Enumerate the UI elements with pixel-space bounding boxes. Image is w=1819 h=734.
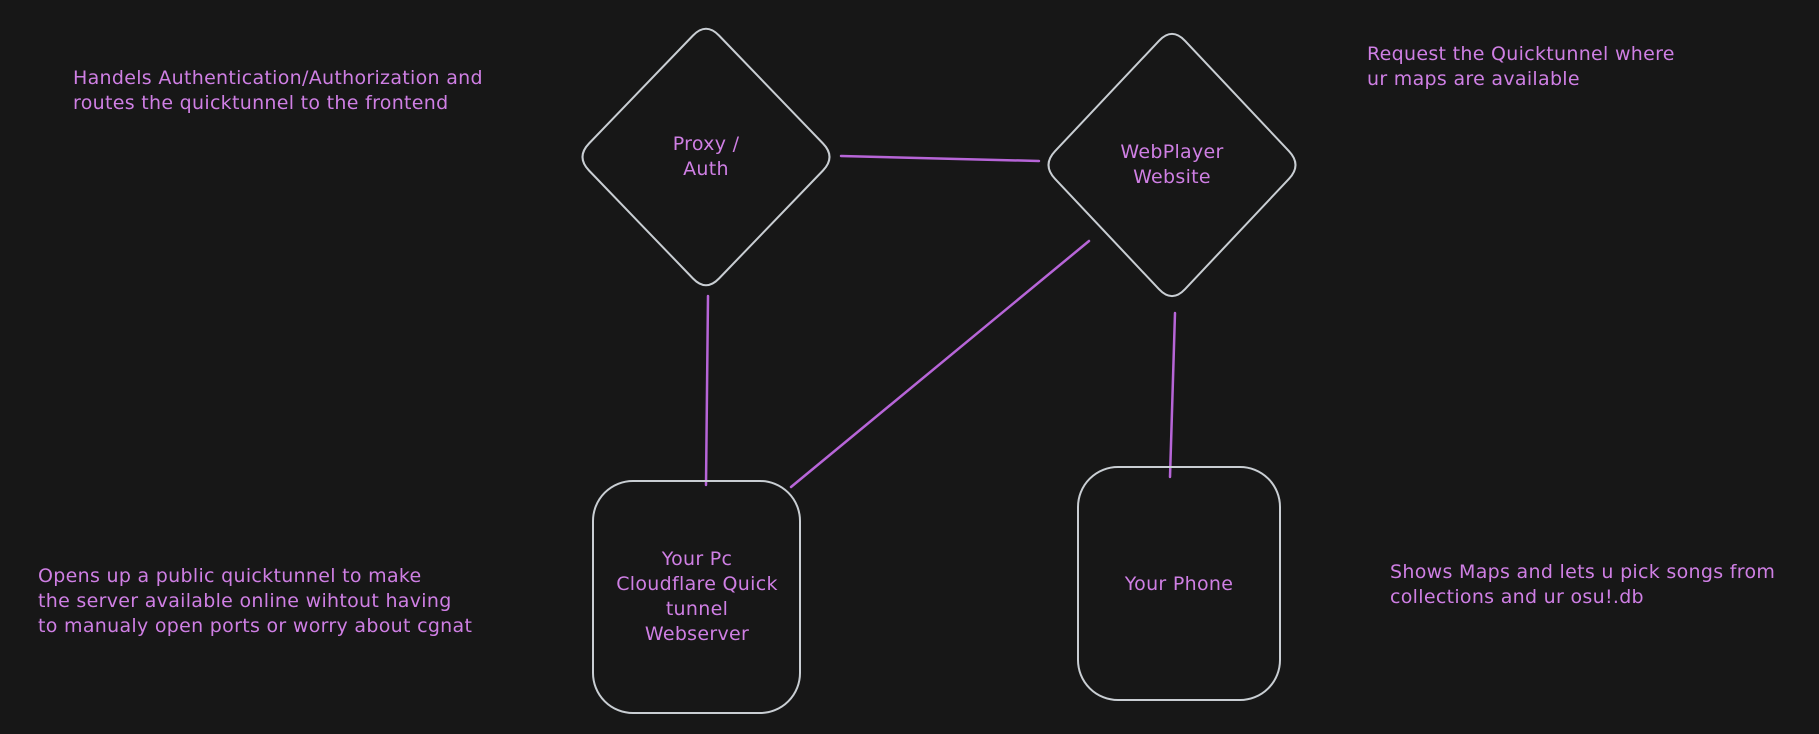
note-line: collections and ur osu!.db: [1390, 586, 1644, 608]
note-proxy-description[interactable]: Handels Authentication/Authorization and…: [73, 66, 483, 116]
label-line: Webserver: [644, 623, 750, 645]
node-webplayer-shape[interactable]: [1047, 32, 1297, 298]
node-webplayer-label: WebPlayer Website: [1072, 140, 1272, 190]
label-line: Your Pc: [661, 548, 733, 570]
edge-webplayer-to-pc-webserver[interactable]: [789, 239, 1091, 489]
note-line: ur maps are available: [1367, 68, 1580, 90]
edge-proxy-to-webplayer[interactable]: [839, 154, 1041, 163]
note-quicktunnel-description[interactable]: Opens up a public quicktunnel to make th…: [38, 564, 472, 639]
node-phone-label: Your Phone: [1079, 572, 1279, 597]
note-line: routes the quicktunnel to the frontend: [73, 92, 449, 114]
edge-proxy-to-pc-webserver[interactable]: [704, 294, 710, 487]
note-line: Request the Quicktunnel where: [1367, 43, 1675, 65]
node-pc-webserver-label: Your Pc Cloudflare Quick tunnel Webserve…: [597, 547, 797, 647]
note-webplayer-description[interactable]: Request the Quicktunnel where ur maps ar…: [1367, 42, 1675, 92]
label-line: Cloudflare Quick: [616, 573, 778, 595]
note-line: Shows Maps and lets u pick songs from: [1390, 561, 1776, 583]
label-line: Proxy /: [672, 133, 740, 155]
label-line: WebPlayer: [1120, 141, 1224, 163]
label-line: Your Phone: [1124, 573, 1234, 595]
note-line: Opens up a public quicktunnel to make: [38, 565, 422, 587]
label-line: Website: [1133, 166, 1211, 188]
node-phone-shape[interactable]: [1077, 466, 1281, 701]
label-line: tunnel: [665, 598, 729, 620]
note-line: the server available online wihtout havi…: [38, 590, 452, 612]
node-proxy-auth-label: Proxy / Auth: [606, 132, 806, 182]
note-line: to manualy open ports or worry about cgn…: [38, 615, 473, 637]
note-line: Handels Authentication/Authorization and: [73, 67, 483, 89]
note-phone-description[interactable]: Shows Maps and lets u pick songs from co…: [1390, 560, 1775, 610]
node-pc-webserver-shape[interactable]: [592, 480, 801, 714]
label-line: Auth: [683, 158, 729, 180]
node-proxy-auth-shape[interactable]: [581, 27, 831, 287]
edge-webplayer-to-phone[interactable]: [1168, 311, 1177, 479]
